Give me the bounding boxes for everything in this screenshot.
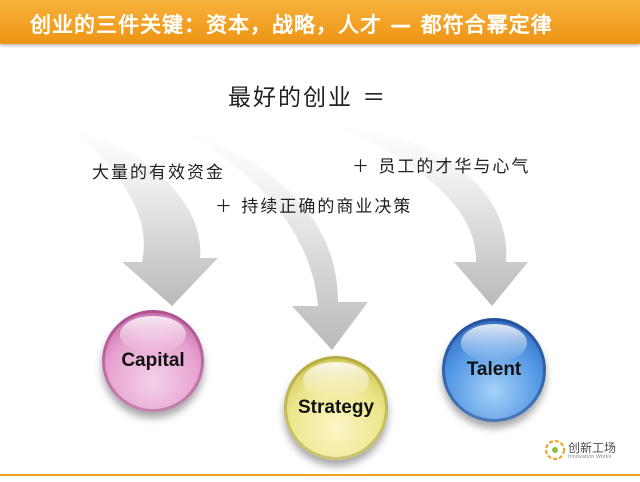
factor-talent-text: ＋ 员工的才华与心气 bbox=[352, 157, 531, 177]
talent-ball: Talent bbox=[442, 318, 546, 422]
talent-label: Talent bbox=[466, 359, 522, 380]
capital-label: Capital bbox=[121, 350, 185, 371]
logo-name: 创新工场 bbox=[568, 441, 617, 455]
logo-icon bbox=[545, 440, 565, 460]
arrow-to-talent bbox=[330, 124, 528, 306]
logo-subtitle: Innovation Works bbox=[568, 454, 612, 460]
strategy-label: Strategy bbox=[297, 397, 375, 418]
formula-heading: 最好的创业 ＝ bbox=[228, 85, 388, 111]
arrow-to-capital bbox=[70, 128, 218, 306]
arrow-to-strategy bbox=[180, 130, 368, 350]
logo: 创新工场 Innovation Works bbox=[544, 437, 636, 467]
title-bar: 创业的三件关键：资本，战略，人才 — 都符合幂定律 bbox=[0, 0, 640, 44]
capital-ball: Capital bbox=[102, 310, 204, 412]
factor-capital-text: 大量的有效资金 bbox=[92, 163, 225, 183]
strategy-ball: Strategy bbox=[284, 356, 388, 460]
page-title: 创业的三件关键：资本，战略，人才 — 都符合幂定律 bbox=[30, 13, 553, 37]
bottom-divider bbox=[0, 474, 640, 476]
factor-strategy-text: ＋ 持续正确的商业决策 bbox=[215, 197, 413, 217]
